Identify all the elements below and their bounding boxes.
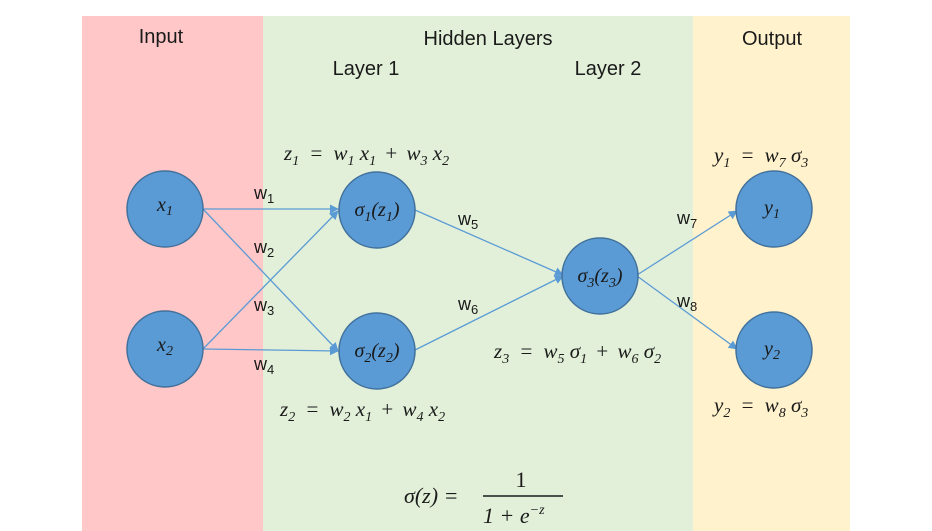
weight-w8-label: w8 xyxy=(676,291,697,314)
node-h3-label: σ3(z3) xyxy=(577,265,622,291)
node-y1-label: y1 xyxy=(762,197,780,222)
weight-w2-label: w2 xyxy=(253,237,274,260)
equation-z2: z2 = w2 x1 + w4 x2 xyxy=(279,397,445,426)
sigmoid-denominator: 1 + e−z xyxy=(483,503,545,528)
node-y1 xyxy=(735,170,813,248)
edge-h3-y1 xyxy=(636,210,738,276)
edge-h3-y2 xyxy=(636,275,738,350)
node-y2-label: y2 xyxy=(762,338,780,363)
edge-x2-h1 xyxy=(202,210,339,350)
equation-z1: z1 = w1 x1 + w3 x2 xyxy=(283,141,449,170)
weight-w6-label: w6 xyxy=(457,294,478,317)
output-layer-band xyxy=(693,16,850,531)
sigmoid-numerator: 1 xyxy=(516,467,527,492)
node-y2 xyxy=(735,311,813,389)
weight-w3-label: w3 xyxy=(253,295,274,318)
node-x1 xyxy=(126,170,204,248)
node-h3 xyxy=(561,237,639,315)
equation-z3: z3 = w5 σ1 + w6 σ2 xyxy=(493,339,661,368)
weight-w5-label: w5 xyxy=(457,209,478,232)
input-layer-band xyxy=(82,16,263,531)
layer-1-header: Layer 1 xyxy=(333,58,400,80)
weight-w4-label: w4 xyxy=(253,354,274,377)
node-x2 xyxy=(126,310,204,388)
sigmoid-formula: σ(z) = 1 1 + e−z xyxy=(404,467,563,528)
layer-2-header: Layer 2 xyxy=(575,58,642,80)
connection-edges xyxy=(202,204,738,356)
input-header: Input xyxy=(139,26,184,48)
weight-w7-label: w7 xyxy=(676,208,697,231)
node-x1-label: x1 xyxy=(156,194,173,219)
edge-h2-h3 xyxy=(414,275,564,351)
node-h1 xyxy=(338,171,416,249)
equation-y1: y1 = w7 σ3 xyxy=(712,143,808,172)
output-header: Output xyxy=(742,28,802,50)
edge-x2-h2 xyxy=(202,346,339,356)
hidden-layers-header: Hidden Layers xyxy=(424,28,553,50)
node-h1-label: σ1(z1) xyxy=(354,199,399,225)
sigmoid-lhs: σ(z) = xyxy=(404,483,458,508)
node-h2-label: σ2(z2) xyxy=(354,340,399,366)
edge-h1-h3 xyxy=(414,209,564,276)
node-h2 xyxy=(338,312,416,390)
weight-w1-label: w1 xyxy=(253,183,274,206)
equation-y2: y2 = w8 σ3 xyxy=(712,393,808,422)
node-x2-label: x2 xyxy=(156,334,173,359)
